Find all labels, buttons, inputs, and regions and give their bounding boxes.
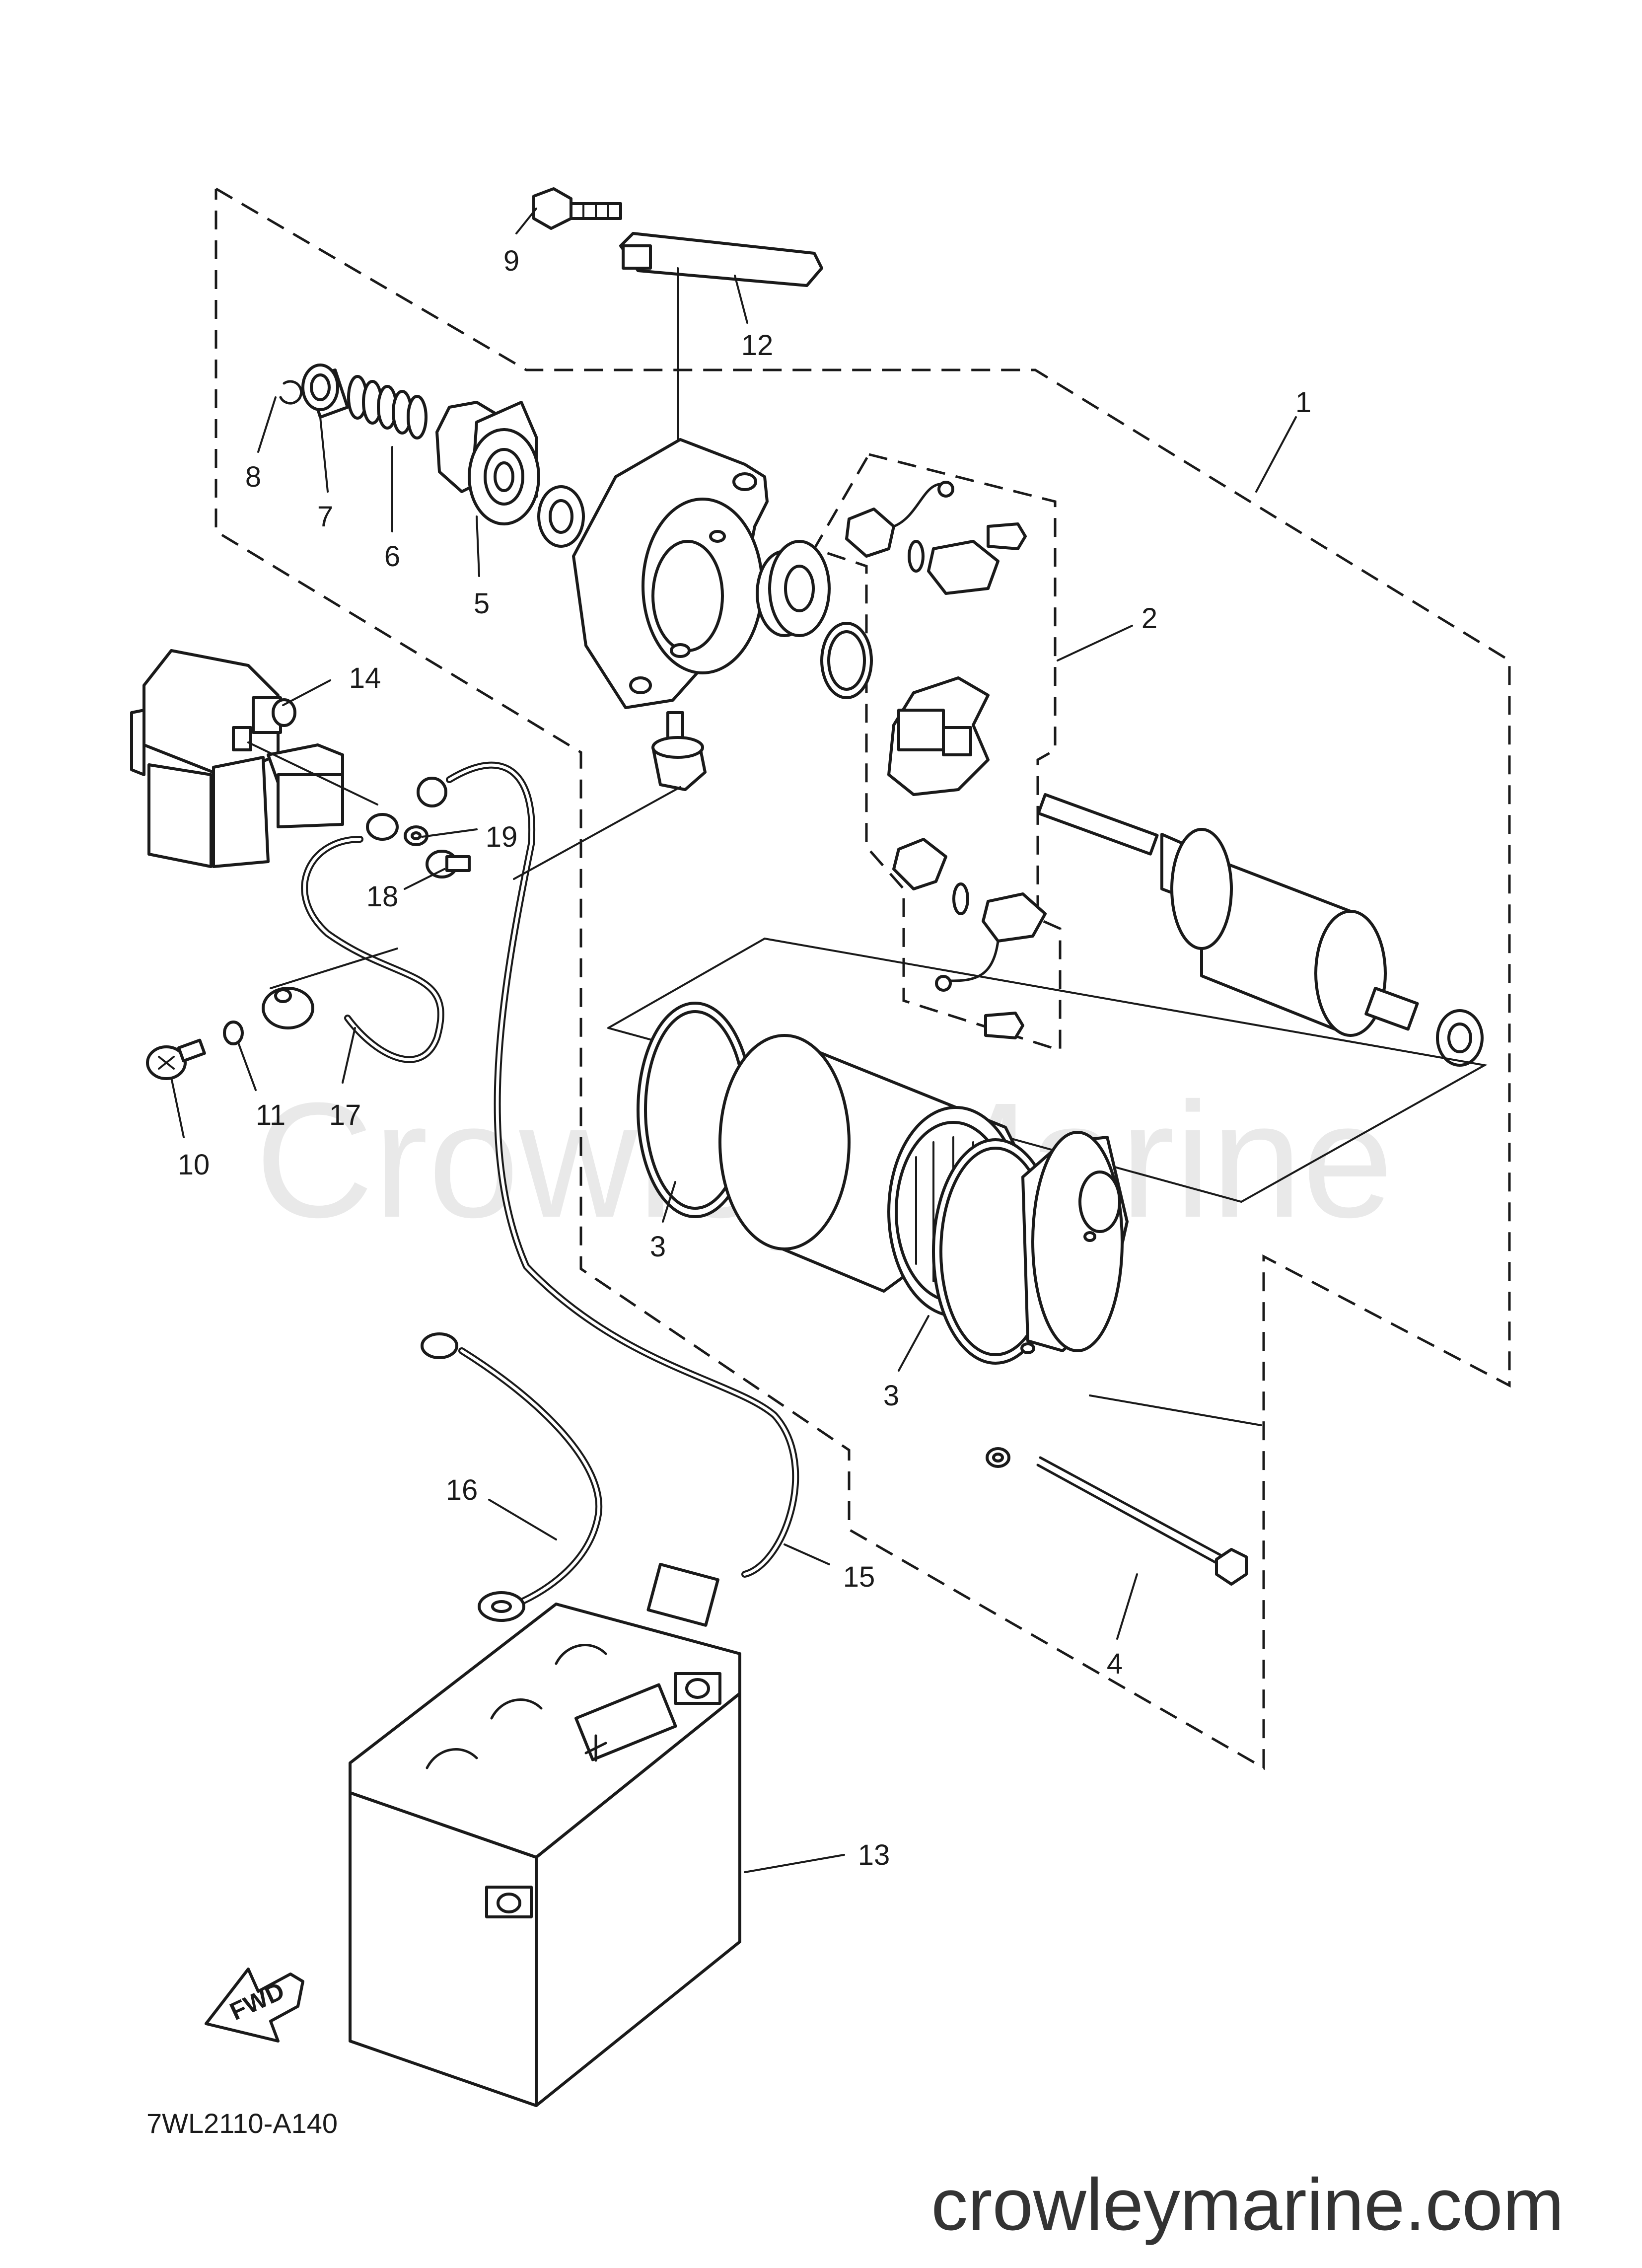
terminal-bolt [651, 711, 707, 791]
bolt-part-18 [426, 850, 471, 878]
callout-15: 15 [843, 1561, 875, 1593]
battery-part-13 [349, 1603, 741, 2107]
spring-part-6 [347, 375, 428, 439]
leader-lines [170, 208, 1297, 1873]
site-url: crowleymarine.com [931, 2164, 1564, 2246]
pinion-gear-part-5 [435, 401, 540, 525]
callout-labels: 1 2 3 3 4 5 6 7 8 9 10 11 12 13 14 15 16… [178, 245, 1311, 1871]
brush-plate [887, 676, 990, 796]
circlip-part-8 [279, 380, 303, 405]
washer-part-19 [404, 825, 428, 846]
callout-16: 16 [446, 1474, 478, 1506]
lower-brushes [892, 838, 1047, 1039]
callout-4: 4 [1107, 1648, 1123, 1680]
callout-6: 6 [384, 540, 400, 573]
callout-13: 13 [858, 1839, 890, 1871]
yoke-outline [607, 937, 1488, 1203]
callout-2: 2 [1142, 602, 1157, 635]
starter-cable-part-15 [417, 761, 799, 1627]
bracket-part-12 [619, 232, 823, 448]
bolt-part-9 [532, 187, 622, 230]
callout-7: 7 [317, 501, 333, 533]
front-bracket-housing [572, 438, 769, 709]
diagram-code: 7WL2110-A140 [146, 2108, 338, 2139]
callout-11: 11 [256, 1099, 286, 1131]
callout-18: 18 [366, 880, 399, 913]
callout-10: 10 [178, 1149, 210, 1181]
assembly-outline [214, 187, 1511, 1770]
washer-upper [537, 485, 585, 548]
callout-19: 19 [486, 821, 518, 853]
armature-bushing [1436, 1009, 1484, 1067]
brush-holder-outline [812, 453, 1062, 1052]
rear-cover [1020, 1131, 1129, 1354]
callout-17: 17 [329, 1099, 361, 1131]
collar-part-7 [301, 364, 349, 419]
battery-lead-part-16 [421, 1332, 603, 1622]
callout-3-left: 3 [650, 1231, 666, 1263]
upper-brushes [845, 481, 1027, 595]
bearing [756, 540, 831, 637]
through-bolt-part-4 [986, 1394, 1262, 1586]
armature [1037, 793, 1419, 1037]
ground-lead-part-17 [262, 813, 444, 1063]
callout-5: 5 [474, 587, 490, 620]
callout-12: 12 [741, 329, 774, 362]
o-ring-upper [820, 622, 873, 699]
starter-relay-part-14 [130, 649, 378, 868]
screw-part-10 [146, 1038, 206, 1080]
callout-3-right: 3 [883, 1380, 899, 1412]
callout-8: 8 [245, 461, 261, 493]
callout-9: 9 [503, 245, 519, 277]
callout-1: 1 [1295, 386, 1311, 419]
callout-14: 14 [349, 662, 381, 694]
washer-part-11 [223, 1021, 244, 1045]
fwd-arrow: FWD [205, 1968, 304, 2043]
